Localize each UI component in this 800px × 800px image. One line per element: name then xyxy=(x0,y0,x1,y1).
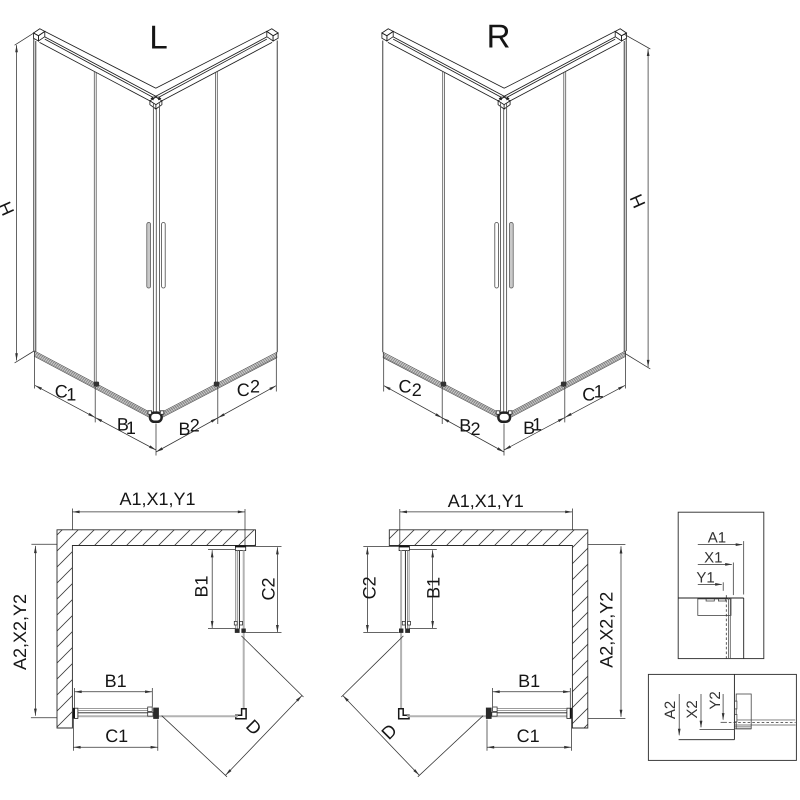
svg-text:A2,X2,Y2: A2,X2,Y2 xyxy=(10,594,30,670)
svg-text:1: 1 xyxy=(66,384,76,404)
svg-text:B: B xyxy=(459,416,471,436)
svg-text:C2: C2 xyxy=(259,577,279,600)
svg-text:C: C xyxy=(55,382,68,402)
svg-text:Y1: Y1 xyxy=(696,569,714,586)
svg-text:1: 1 xyxy=(126,418,136,438)
svg-text:C1: C1 xyxy=(517,726,540,746)
svg-text:2: 2 xyxy=(250,377,260,397)
svg-text:A1,X1,Y1: A1,X1,Y1 xyxy=(448,491,524,511)
svg-text:L: L xyxy=(149,19,167,56)
svg-text:B1: B1 xyxy=(105,671,127,691)
svg-text:C: C xyxy=(399,377,412,397)
svg-text:A2,X2,Y2: A2,X2,Y2 xyxy=(596,592,616,668)
svg-text:R: R xyxy=(487,18,511,55)
svg-text:2: 2 xyxy=(412,380,422,400)
svg-text:2: 2 xyxy=(470,419,480,439)
svg-text:X2: X2 xyxy=(684,700,701,718)
svg-text:A1: A1 xyxy=(708,530,726,547)
svg-text:C1: C1 xyxy=(105,726,128,746)
svg-text:Y2: Y2 xyxy=(707,691,724,709)
svg-text:1: 1 xyxy=(532,415,542,435)
svg-text:C: C xyxy=(237,380,250,400)
svg-text:B1: B1 xyxy=(518,671,540,691)
svg-text:B: B xyxy=(523,418,535,438)
svg-text:X1: X1 xyxy=(704,549,722,566)
svg-text:B1: B1 xyxy=(424,577,444,599)
svg-text:2: 2 xyxy=(190,416,200,436)
svg-text:B1: B1 xyxy=(192,575,212,597)
svg-text:C2: C2 xyxy=(360,576,380,599)
svg-text:C: C xyxy=(582,384,595,404)
svg-text:A1,X1,Y1: A1,X1,Y1 xyxy=(119,489,195,509)
svg-text:A2: A2 xyxy=(662,701,679,719)
svg-text:1: 1 xyxy=(594,382,604,402)
svg-text:B: B xyxy=(117,415,129,435)
svg-text:B: B xyxy=(178,419,190,439)
